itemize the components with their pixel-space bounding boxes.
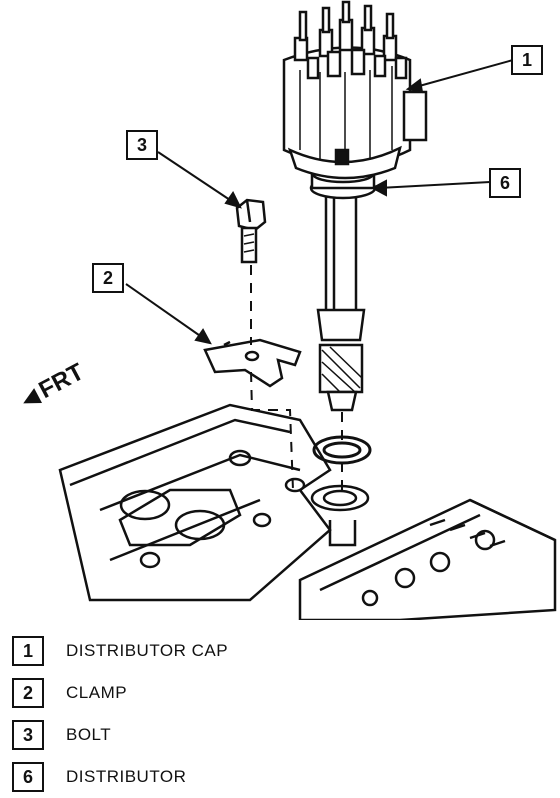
legend-item: 1 DISTRIBUTOR CAP xyxy=(12,630,552,672)
legend-number: 2 xyxy=(12,678,44,708)
intake-manifold xyxy=(58,403,332,602)
legend-item: 3 BOLT xyxy=(12,714,552,756)
legend-number: 3 xyxy=(12,720,44,750)
parts-legend: 1 DISTRIBUTOR CAP 2 CLAMP 3 BOLT 6 DISTR… xyxy=(12,630,552,798)
diagram-drawing xyxy=(58,0,557,622)
callout-6: 6 xyxy=(489,168,521,198)
legend-label: CLAMP xyxy=(66,683,128,702)
cylinder-head xyxy=(298,484,557,622)
alignment-lines xyxy=(250,265,343,491)
legend-label: BOLT xyxy=(66,725,112,744)
gasket xyxy=(312,435,372,465)
bolt-drawing xyxy=(235,198,267,264)
distributor-cap xyxy=(282,0,428,180)
legend-item: 2 CLAMP xyxy=(12,672,552,714)
leader-lines xyxy=(125,59,514,345)
exploded-diagram: 1 6 3 2 ◀ FRT xyxy=(16,0,557,622)
callout-2: 2 xyxy=(92,263,124,293)
distributor-body xyxy=(309,164,377,412)
callout-3: 3 xyxy=(126,130,158,160)
legend-item: 6 DISTRIBUTOR xyxy=(12,756,552,798)
clamp-drawing xyxy=(203,338,302,388)
legend-label: DISTRIBUTOR CAP xyxy=(66,641,229,660)
legend-number: 1 xyxy=(12,636,44,666)
callout-1: 1 xyxy=(511,45,543,75)
legend-label: DISTRIBUTOR xyxy=(66,767,187,786)
legend-number: 6 xyxy=(12,762,44,792)
